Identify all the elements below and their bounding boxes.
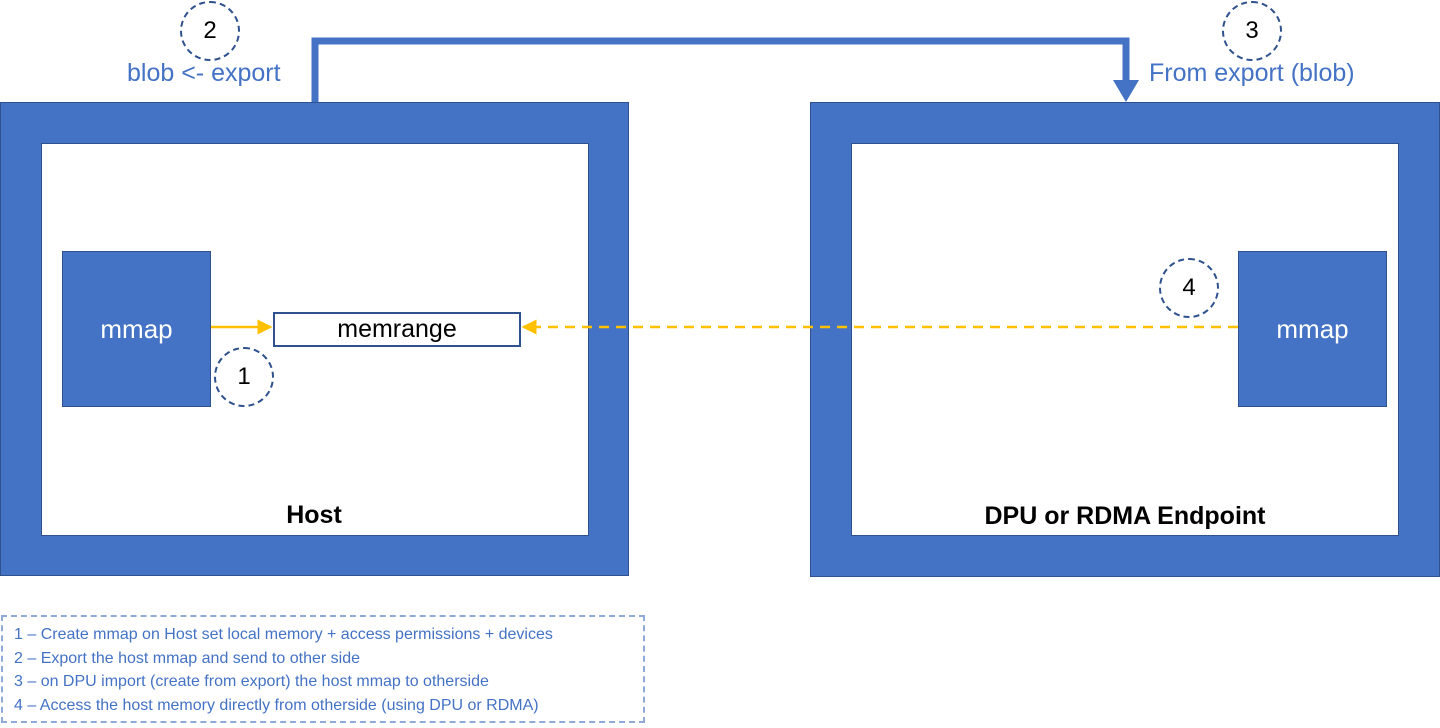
step-2-label: blob <- export	[127, 59, 281, 87]
legend-item-2: 2 – Export the host mmap and send to oth…	[14, 649, 360, 667]
step-3-label: From export (blob)	[1149, 59, 1355, 87]
legend-box: 1 – Create mmap on Host set local memory…	[1, 615, 645, 723]
step-2-circle: 2	[180, 1, 240, 61]
host-label: Host	[286, 501, 342, 529]
export-path-line	[311, 37, 1130, 102]
step-1-circle: 1	[214, 347, 274, 407]
remote-label: DPU or RDMA Endpoint	[984, 502, 1266, 530]
step-4-circle: 4	[1159, 258, 1219, 318]
remote-mmap-box: mmap	[1238, 251, 1387, 407]
step-3-circle: 3	[1222, 1, 1282, 61]
legend-item-1: 1 – Create mmap on Host set local memory…	[14, 626, 553, 643]
legend-item-3: 3 – on DPU import (create from export) t…	[14, 673, 489, 690]
export-path-arrowhead	[1113, 80, 1139, 102]
host-mmap-box: mmap	[62, 251, 211, 407]
legend-item-4: 4 – Access the host memory directly from…	[14, 696, 539, 714]
memrange-box: memrange	[273, 312, 521, 347]
